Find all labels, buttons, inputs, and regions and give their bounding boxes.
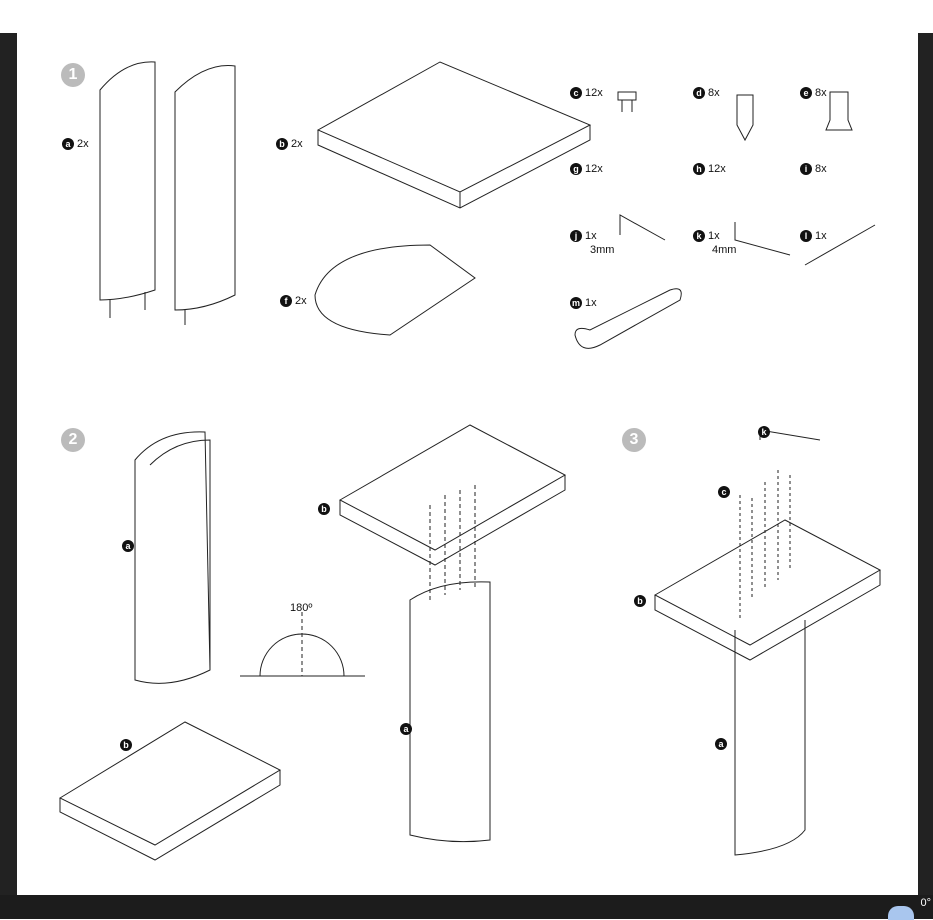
step-number-1: 1 xyxy=(61,63,85,87)
callout-a-step2-joined: a xyxy=(400,723,412,735)
weather-temperature[interactable]: 0° xyxy=(920,897,931,909)
callout-a-step3: a xyxy=(715,738,727,750)
step2-plate-bottom xyxy=(58,721,282,861)
step2-plate-top xyxy=(338,424,567,600)
callout-b-step2-bottom: b xyxy=(120,739,132,751)
hex-keys xyxy=(574,91,876,349)
step-number-2: 2 xyxy=(61,428,85,452)
viewer-scrollbar[interactable] xyxy=(918,33,933,895)
rotation-angle: 180º xyxy=(290,602,313,614)
taskbar: 0° xyxy=(0,895,933,919)
step2-column-joined xyxy=(409,581,491,843)
column-a-pair xyxy=(99,61,236,325)
base-plate-b xyxy=(316,61,592,209)
step2-column xyxy=(134,431,211,684)
weather-cloud-icon[interactable] xyxy=(888,906,914,920)
viewer-left-edge xyxy=(0,33,17,895)
part-j-size: 3mm xyxy=(590,244,615,256)
step3-assembly xyxy=(653,429,882,856)
callout-a-step2: a xyxy=(122,540,134,552)
callout-b-step3: b xyxy=(634,595,646,607)
callout-k-step3: k xyxy=(758,426,770,438)
step-number-3: 3 xyxy=(622,428,646,452)
assembly-illustrations xyxy=(58,61,882,861)
callout-c-step3: c xyxy=(718,486,730,498)
foot-plate-f xyxy=(314,244,476,336)
part-k-size: 4mm xyxy=(712,244,737,256)
callout-b-step2-top: b xyxy=(318,503,330,515)
rotation-arrow xyxy=(240,612,365,677)
